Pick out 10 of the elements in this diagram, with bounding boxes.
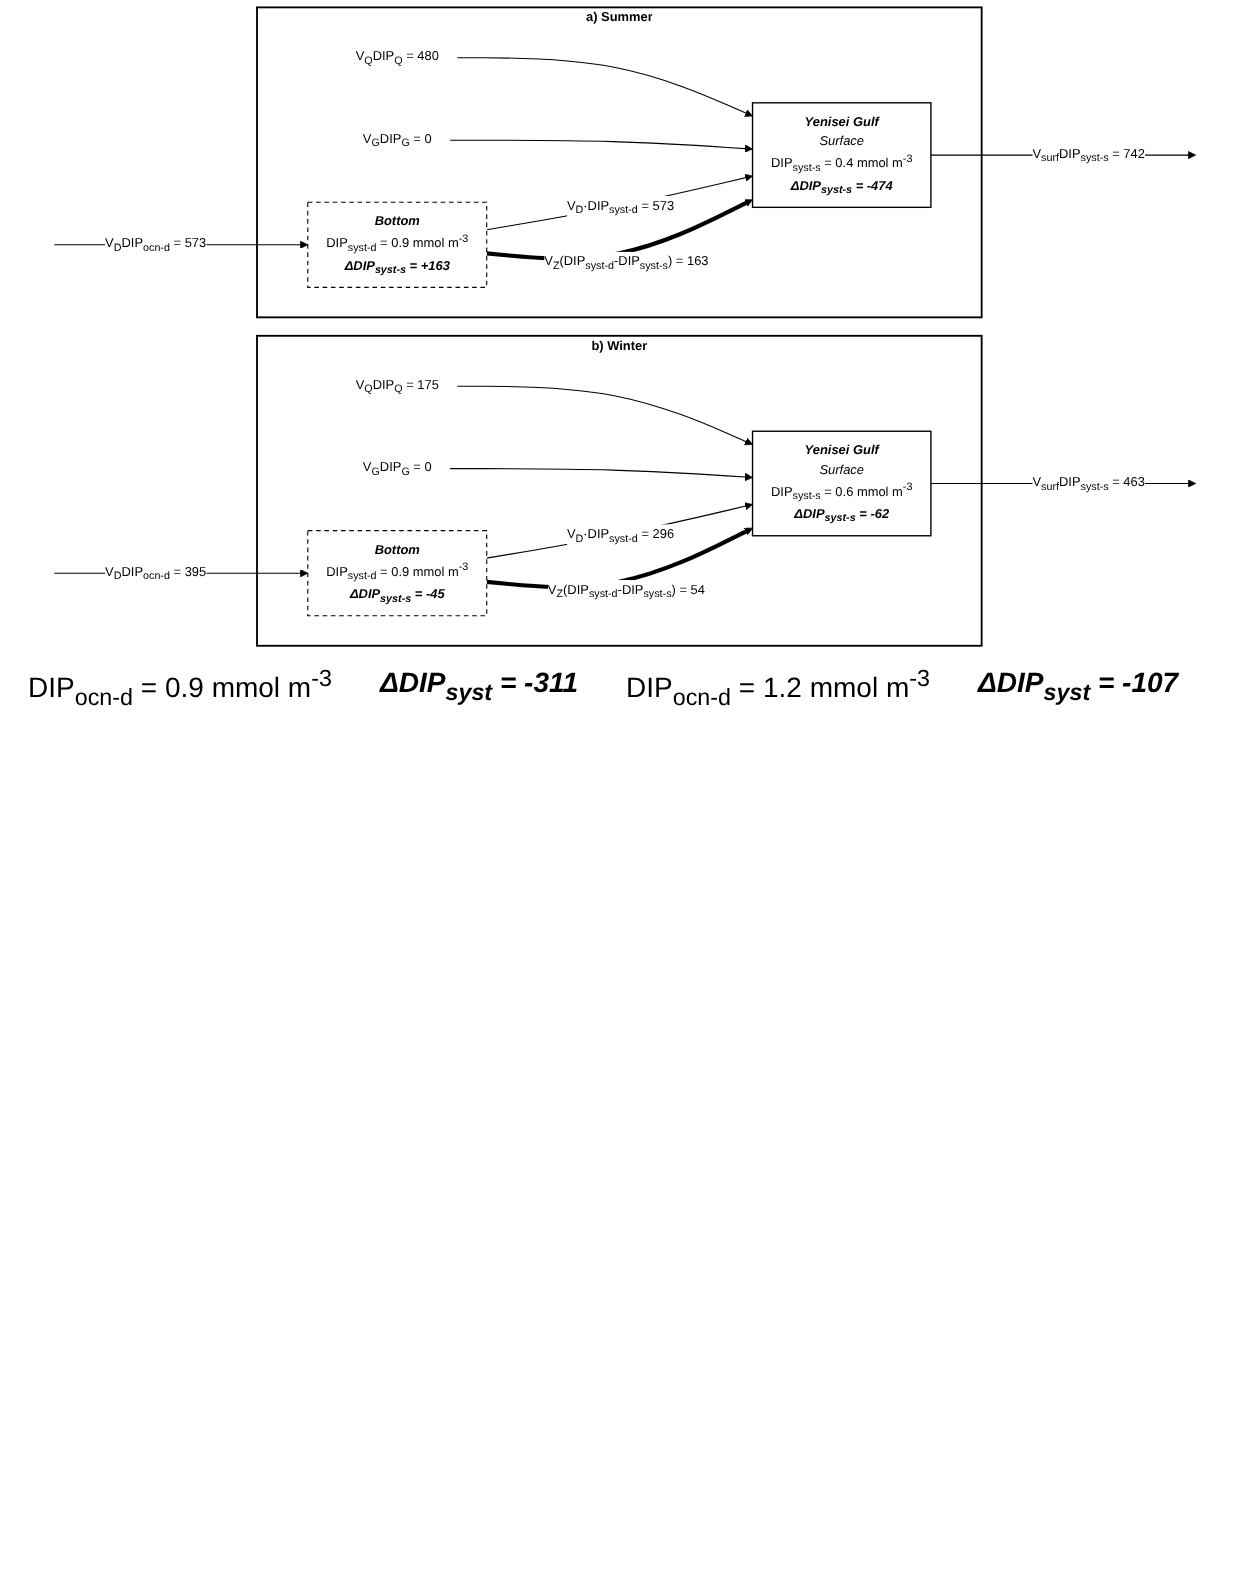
arrow: [486, 502, 753, 559]
concentration-note: DIP$_{ocn-d}$ = 0.9 mmol m$^{-3}$: [28, 665, 332, 711]
concentration-note: DIP$_{ocn-d}$ = 1.2 mmol m$^{-3}$: [626, 665, 930, 711]
balance-note: ΔDIP$_{syst}$ = -107: [978, 665, 1179, 709]
arrow: [456, 57, 753, 117]
balance-note: ΔDIP$_{syst}$ = -311: [379, 665, 579, 709]
arrow: [449, 139, 753, 153]
arrow: [449, 468, 753, 482]
arrow: [456, 385, 753, 446]
arrow: [486, 173, 753, 231]
